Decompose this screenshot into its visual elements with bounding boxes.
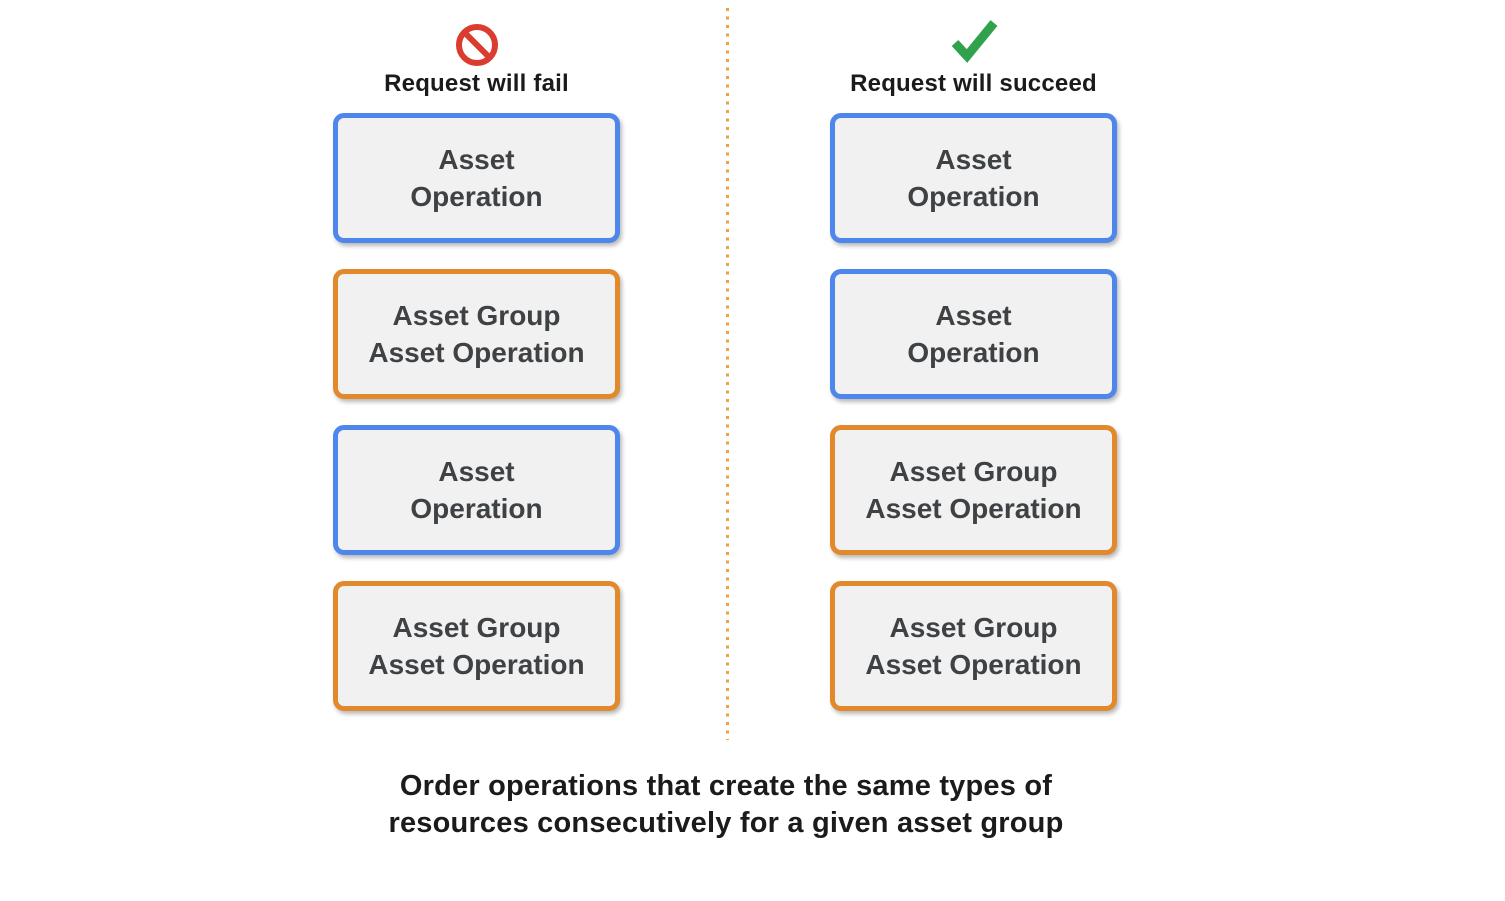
asset-operation-box: Asset Operation — [830, 113, 1117, 243]
fail-column-title: Request will fail — [384, 70, 569, 97]
asset-group-asset-operation-box: Asset Group Asset Operation — [830, 425, 1117, 555]
succeed-column-title: Request will succeed — [850, 70, 1097, 97]
caption: Order operations that create the same ty… — [388, 770, 1064, 839]
succeed-column: Request will succeed Asset Operation Ass… — [830, 0, 1117, 740]
succeed-box-stack: Asset Operation Asset Operation Asset Gr… — [830, 113, 1117, 711]
fail-column: Request will fail Asset Operation Asset … — [333, 0, 620, 740]
asset-operation-box: Asset Operation — [333, 425, 620, 555]
prohibited-icon — [455, 23, 499, 72]
asset-operation-box: Asset Operation — [830, 269, 1117, 399]
asset-group-asset-operation-box: Asset Group Asset Operation — [333, 581, 620, 711]
asset-group-asset-operation-box: Asset Group Asset Operation — [333, 269, 620, 399]
checkmark-icon — [946, 15, 1002, 70]
asset-group-asset-operation-box: Asset Group Asset Operation — [830, 581, 1117, 711]
dotted-divider — [726, 8, 729, 740]
asset-operation-box: Asset Operation — [333, 113, 620, 243]
fail-box-stack: Asset Operation Asset Group Asset Operat… — [333, 113, 620, 711]
